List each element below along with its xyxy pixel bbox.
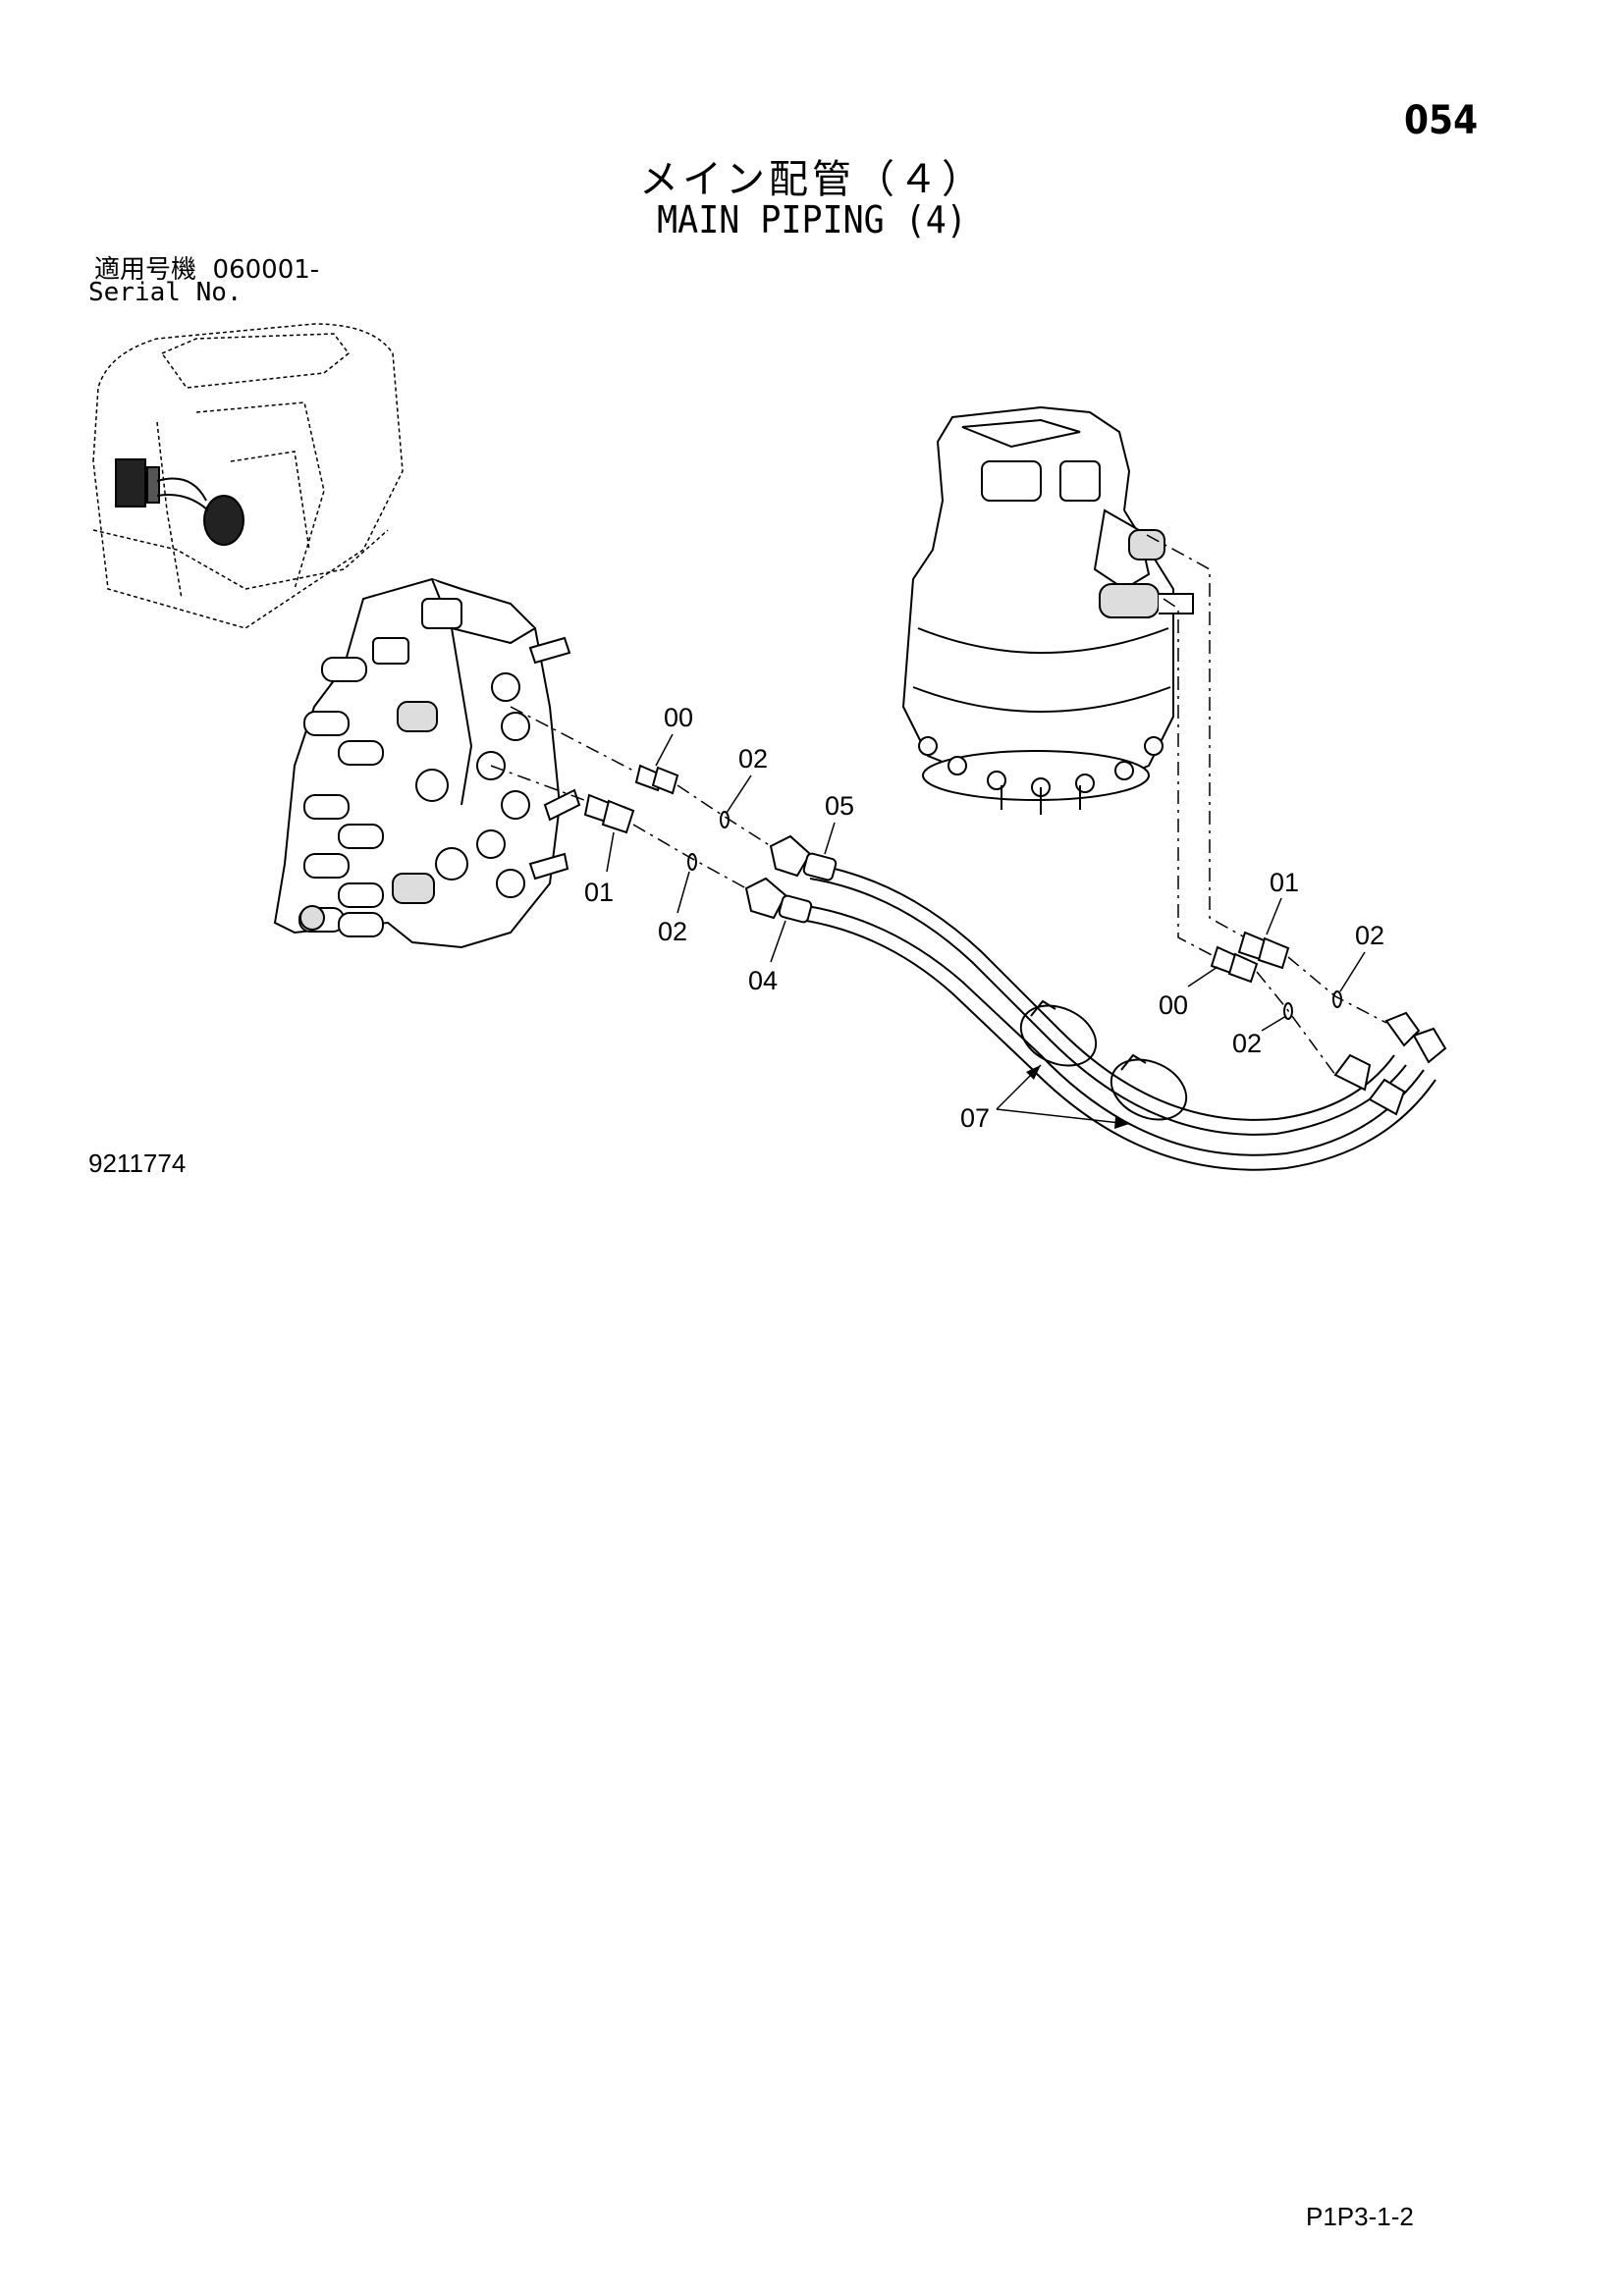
callout-00-right: 00 (1159, 990, 1188, 1020)
callout-02-right-lower: 02 (1232, 1029, 1262, 1058)
thumbnail-highlighted-parts (115, 458, 244, 546)
page-title-english: MAIN PIPING (4) (657, 198, 967, 241)
hose-04 (785, 902, 1436, 1171)
callout-00-left: 00 (664, 703, 693, 732)
motor-side-dashed-lines (1256, 956, 1387, 1076)
parts-diagram: 00 02 05 01 02 04 01 02 00 02 07 (92, 323, 1447, 1171)
swing-motor (901, 405, 1194, 815)
page-code: P1P3-1-2 (1306, 2202, 1414, 2231)
callout-01-left: 01 (584, 878, 614, 907)
serial-range: 060001- (212, 255, 320, 285)
hose-clamps-07 (1019, 999, 1188, 1121)
drawing-number: 9211774 (88, 1148, 187, 1178)
serial-label-en: Serial No. (88, 278, 243, 307)
page-title-japanese: メイン配管（４） (639, 157, 985, 202)
callout-arrowheads (1026, 1065, 1129, 1129)
machine-overview-thumbnail (92, 323, 404, 629)
hose-05 (809, 863, 1407, 1136)
callout-05: 05 (825, 791, 854, 821)
motor-side-fittings (1210, 931, 1342, 1020)
serial-applicability-jp: 適用号機 060001- (94, 249, 319, 286)
callout-01-right: 01 (1270, 868, 1299, 897)
callout-07: 07 (960, 1103, 990, 1133)
callout-02-right-upper: 02 (1355, 921, 1384, 950)
control-valve-spools (298, 657, 438, 937)
hose-end-fittings (744, 834, 1447, 1116)
swing-motor-routing-lines (1146, 534, 1246, 958)
callout-02-top-left: 02 (738, 744, 768, 774)
valve-side-fittings (583, 764, 730, 871)
valve-side-dashed-lines (490, 706, 772, 889)
callout-02-mid-left: 02 (658, 917, 687, 946)
page-number: 054 (1404, 98, 1479, 143)
serial-label-jp: 適用号機 (94, 255, 197, 285)
callout-04: 04 (748, 966, 778, 995)
